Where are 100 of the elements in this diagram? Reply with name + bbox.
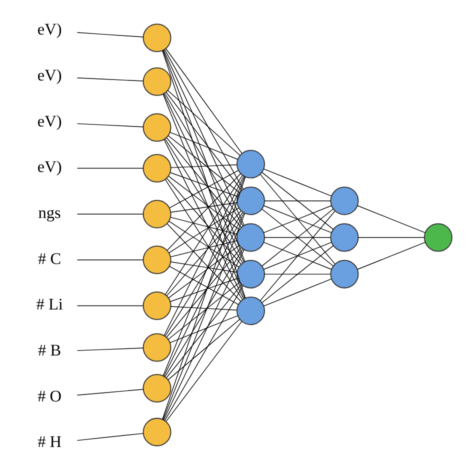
connector — [164, 138, 243, 264]
connector — [260, 174, 336, 264]
connector — [163, 249, 244, 420]
connector — [164, 248, 244, 378]
node-text: eV) — [37, 65, 62, 84]
connector — [169, 170, 239, 208]
connector — [164, 139, 244, 299]
node-circle — [236, 296, 265, 326]
node-circle — [424, 223, 452, 252]
node-circle — [236, 223, 265, 252]
connector — [164, 212, 244, 377]
connector — [168, 90, 240, 156]
connector — [170, 202, 238, 213]
connector — [170, 278, 238, 302]
node-circle — [142, 374, 172, 403]
node-text: eV) — [37, 157, 62, 176]
connector — [264, 274, 331, 275]
connector — [76, 389, 144, 396]
connector — [260, 210, 336, 302]
node-circle — [142, 292, 172, 320]
connector — [262, 172, 334, 230]
connector — [76, 123, 144, 128]
connector — [168, 318, 240, 380]
connector — [166, 247, 242, 338]
node-circle — [142, 154, 172, 182]
connector — [166, 321, 242, 422]
connector — [168, 282, 240, 340]
connector — [166, 223, 241, 302]
connector — [170, 306, 238, 310]
connector — [263, 205, 332, 234]
connector — [170, 172, 238, 197]
node-text: # O — [38, 386, 62, 406]
connector — [166, 137, 242, 228]
connector — [357, 205, 426, 234]
connector — [163, 93, 244, 262]
connector — [166, 178, 242, 265]
node-text: # H — [38, 432, 62, 452]
connector — [164, 212, 243, 336]
node-text: # C — [38, 248, 62, 268]
connector — [163, 50, 244, 226]
connector — [76, 78, 144, 82]
node-circle — [142, 246, 172, 274]
connector — [166, 173, 241, 251]
connector — [168, 207, 240, 254]
connector — [162, 212, 246, 420]
node-circle — [142, 333, 172, 362]
connector — [76, 348, 144, 351]
connector — [262, 208, 334, 266]
node-text: eV) — [37, 20, 62, 39]
node-text: eV) — [37, 111, 62, 130]
connector — [168, 244, 240, 298]
connector — [263, 278, 332, 306]
connector — [166, 210, 242, 296]
connector — [168, 176, 240, 230]
connector — [170, 262, 238, 273]
node-circle — [236, 150, 265, 178]
connector — [263, 242, 332, 270]
connector — [170, 164, 238, 168]
connector — [264, 200, 331, 202]
connector — [164, 93, 244, 226]
connector — [168, 220, 240, 268]
connector — [166, 284, 242, 378]
connector — [170, 315, 238, 344]
connector — [170, 132, 238, 160]
connector — [166, 92, 242, 190]
connector — [166, 48, 242, 154]
connector — [76, 433, 144, 441]
connector — [262, 245, 334, 304]
connector — [162, 176, 245, 376]
connector — [264, 237, 331, 238]
connector — [357, 242, 426, 270]
connector — [162, 176, 246, 420]
connector — [164, 285, 244, 421]
connector — [164, 176, 244, 336]
connector — [168, 266, 239, 305]
node-circle — [330, 223, 359, 252]
node-circle — [330, 186, 359, 216]
connector — [76, 305, 144, 306]
node-circle — [236, 260, 265, 288]
node-circle — [330, 260, 359, 288]
connector — [170, 216, 238, 235]
connector — [263, 168, 332, 196]
connector — [162, 50, 246, 298]
connector — [358, 237, 425, 238]
connector — [168, 135, 240, 194]
node-circle — [142, 418, 172, 446]
node-circle — [142, 24, 172, 52]
connector — [164, 49, 244, 190]
connector — [162, 94, 246, 299]
connector — [170, 240, 238, 258]
connector — [76, 32, 144, 38]
node-text: ngs — [38, 202, 61, 222]
node-circle — [142, 67, 172, 96]
connector — [76, 168, 144, 169]
node-text: # Li — [36, 294, 63, 314]
node-circle — [236, 186, 265, 216]
connector — [162, 50, 246, 262]
node-circle — [142, 200, 172, 228]
node-circle — [142, 113, 172, 142]
node-text: # B — [38, 340, 62, 360]
